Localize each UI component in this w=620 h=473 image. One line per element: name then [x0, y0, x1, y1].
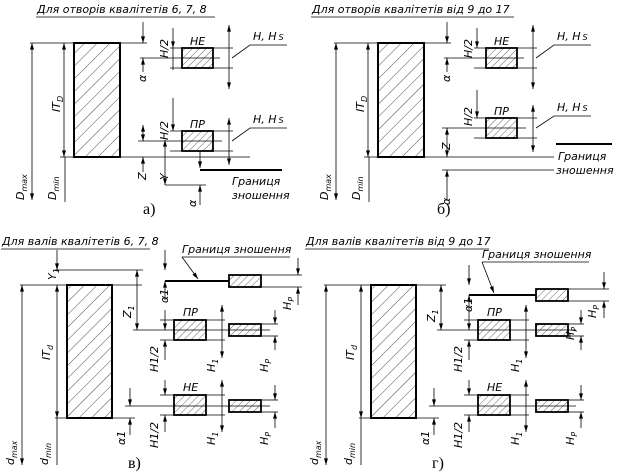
panel-title: Для отворів квалітетів від 9 до 17	[311, 3, 510, 16]
wear-limit-label: Границя	[558, 150, 607, 163]
gauge-ne-label: НЕ	[494, 35, 509, 48]
h1-half-label: H1/2	[452, 422, 465, 448]
z1-label: Z1	[121, 305, 136, 319]
gauge-ne-field	[477, 394, 511, 416]
h-half-label: H/2	[462, 107, 475, 126]
it-label: ITD	[50, 96, 65, 112]
gauge-pr-label: ПР	[487, 306, 502, 319]
dmin-label: Dmin	[46, 176, 61, 200]
panel-caption: г)	[432, 455, 444, 472]
dmax-label: dmax	[4, 440, 19, 465]
it-label: ITD	[354, 96, 369, 112]
panel-a-holes-6-8: Для отворів квалітетів 6, 7, 8 Dmax Dmin…	[14, 3, 290, 218]
wear-gauge-field	[535, 288, 569, 302]
z1-label: Z1	[425, 309, 440, 323]
gauge-pr-label: ПР	[190, 118, 205, 131]
h1-half-label: H1/2	[452, 346, 465, 372]
hp-label: HP	[258, 432, 273, 445]
h1-label: H1	[205, 432, 220, 445]
alpha1-label: α1	[419, 431, 432, 445]
h-half-label: H/2	[158, 121, 171, 140]
hp-label: HP	[586, 305, 601, 318]
gauge-pr-label: ПР	[183, 306, 198, 319]
alpha-label: α	[440, 197, 453, 205]
panel-d-shafts-9-17: Для валів квалітетів від 9 до 17 dmax dm…	[305, 235, 609, 472]
gauge-pr-label: ПР	[494, 105, 509, 118]
alpha1-label: α1	[158, 289, 171, 303]
hp-label: HP	[258, 359, 273, 372]
panel-caption: б)	[437, 201, 450, 218]
panel-title: Для валів квалітетів 6, 7, 8	[1, 235, 159, 248]
panel-caption: в)	[128, 455, 141, 472]
h-half-label: H/2	[158, 39, 171, 58]
hole-tolerance-field	[73, 42, 121, 158]
shaft-tolerance-field	[370, 284, 417, 419]
h1-half-label: H1/2	[148, 346, 161, 372]
dmin-label: dmin	[342, 443, 357, 465]
alpha1-label: α1	[462, 298, 475, 312]
alpha1-label: α1	[115, 431, 128, 445]
panel-caption: а)	[143, 201, 155, 218]
wear-limit-label: Границя зношення	[182, 243, 292, 256]
z-label: Z	[440, 142, 453, 151]
dmax-label: dmax	[308, 440, 323, 465]
wear-limit-label: Границя зношення	[482, 248, 592, 261]
panel-c-shafts-6-8: Для валів квалітетів 6, 7, 8 Y1 dmax dmi…	[1, 235, 302, 472]
dmax-label: Dmax	[14, 174, 29, 200]
hp-label: HP	[281, 297, 296, 310]
h1-label: H1	[205, 359, 220, 372]
z-label: Z	[136, 172, 149, 181]
gauge-ne-label: НЕ	[487, 381, 502, 394]
h1-label: H1	[509, 359, 524, 372]
panel-title: Для валів квалітетів від 9 до 17	[305, 235, 491, 248]
panel-title: Для отворів квалітетів 6, 7, 8	[36, 3, 207, 16]
hp-label: HP	[564, 432, 579, 445]
it-label: ITd	[344, 344, 359, 360]
alpha-label: α	[136, 74, 149, 82]
dmax-label: Dmax	[318, 174, 333, 200]
h-half-label: H/2	[462, 39, 475, 58]
wear-gauge-field	[228, 274, 262, 288]
hole-tolerance-field	[377, 42, 425, 158]
it-label: ITd	[40, 344, 55, 360]
wear-limit-label: Границя	[232, 175, 281, 188]
gauge-ne-field	[173, 394, 207, 416]
hp-label: HP	[564, 327, 579, 340]
alpha-label: α	[186, 199, 199, 207]
y-label: Y	[158, 172, 171, 180]
shaft-tolerance-field	[66, 284, 113, 419]
wear-limit-label: зношення	[232, 189, 290, 202]
gauge-ne-label: НЕ	[190, 35, 205, 48]
alpha-label: α	[440, 74, 453, 82]
dmin-label: Dmin	[350, 176, 365, 200]
panel-b-holes-9-17: Для отворів квалітетів від 9 до 17 Dmax …	[311, 3, 614, 218]
h1-label: H1	[509, 432, 524, 445]
wear-limit-label: зношення	[556, 164, 614, 177]
gauge-ne-label: НЕ	[183, 381, 198, 394]
dmin-label: dmin	[38, 443, 53, 465]
h1-half-label: H1/2	[148, 422, 161, 448]
y1-label: Y1	[46, 268, 61, 280]
